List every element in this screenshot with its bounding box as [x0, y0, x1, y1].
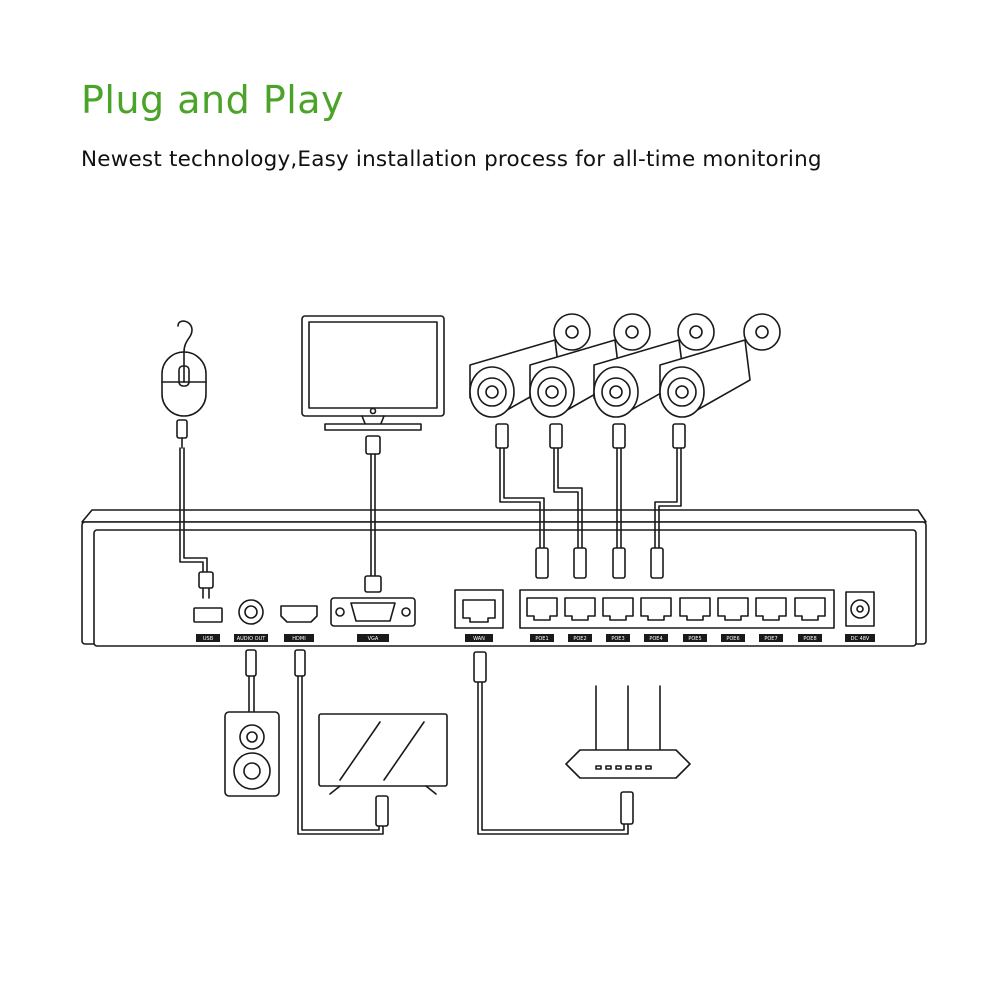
vga-label: VGA [368, 636, 379, 642]
poe7-label: POE7 [764, 636, 777, 642]
poe6-label: POE6 [726, 636, 739, 642]
camera-icon [469, 313, 781, 418]
audio-port [238, 599, 264, 625]
dc-48v-label: DC 48V [851, 636, 870, 642]
router-icon [473, 651, 691, 835]
poe4-label: POE4 [649, 636, 662, 642]
vga-cable [370, 453, 376, 577]
dc-power-port [845, 591, 875, 627]
hdmi-label: HDMI [292, 636, 305, 642]
tv-icon [294, 649, 448, 835]
mouse-cable [179, 447, 208, 573]
audio-out-label: AUDIO OUT [237, 636, 267, 642]
page-title: Plug and Play [81, 78, 345, 122]
poe1-label: POE1 [535, 636, 548, 642]
hdmi-port [280, 605, 318, 623]
camera-cables [495, 423, 686, 579]
usb-plug [198, 571, 214, 589]
vga-plug [364, 575, 382, 593]
mouse-icon [161, 320, 207, 449]
wan-label: WAN [473, 636, 485, 642]
usb-label: USB [203, 636, 214, 642]
poe3-label: POE3 [611, 636, 624, 642]
poe8-label: POE8 [803, 636, 816, 642]
poe2-label: POE2 [573, 636, 586, 642]
page-subtitle: Newest technology,Easy installation proc… [81, 147, 822, 172]
poe5-label: POE5 [688, 636, 701, 642]
monitor-icon [301, 315, 445, 455]
usb-port [193, 607, 223, 623]
wan-port [454, 589, 504, 629]
speaker-icon [224, 649, 280, 797]
port-labels: USB AUDIO OUT HDMI VGA WAN POE1 POE2 POE… [196, 634, 875, 642]
vga-port [330, 597, 416, 627]
poe-port-panel [519, 589, 835, 629]
